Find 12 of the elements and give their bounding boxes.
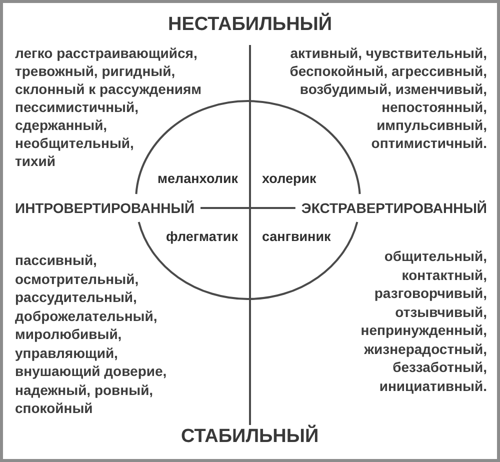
temperament-label: холерик <box>262 171 316 187</box>
trait-list: пассивный, осмотрительный, рассудительный, доброжелательный, миролюбивый, управляющий, внушающий доверие, надежный, ровный, спокойный <box>15 252 167 416</box>
axis-label: ИНТРОВЕРТИРОВАННЫЙ <box>15 200 195 216</box>
axis-label: НЕСТАБИЛЬНЫЙ <box>168 14 332 36</box>
axis-label: ЭКСТРАВЕРТИРОВАННЫЙ <box>301 200 487 216</box>
trait-list: общительный, контактный, разговорчивый, отзывчивый, непринужденный, жизнерадостный, беззаботный, инициативный. <box>360 248 487 394</box>
trait-list: активный, чувствительный, беспокойный, агрессивный, возбудимый, изменчивый, непостоянный, импульсивный, оптимистичный. <box>290 45 487 151</box>
temperament-label: флегматик <box>166 229 238 245</box>
temperament-label: сангвиник <box>262 229 331 245</box>
temperament-label: меланхолик <box>158 171 238 187</box>
trait-list: легко расстраивающийся, тревожный, ригидный, склонный к рассуждениям пессимистичный, сдержанный, необщительный, тихий <box>15 45 202 169</box>
axis-label: СТАБИЛЬНЫЙ <box>181 426 319 448</box>
